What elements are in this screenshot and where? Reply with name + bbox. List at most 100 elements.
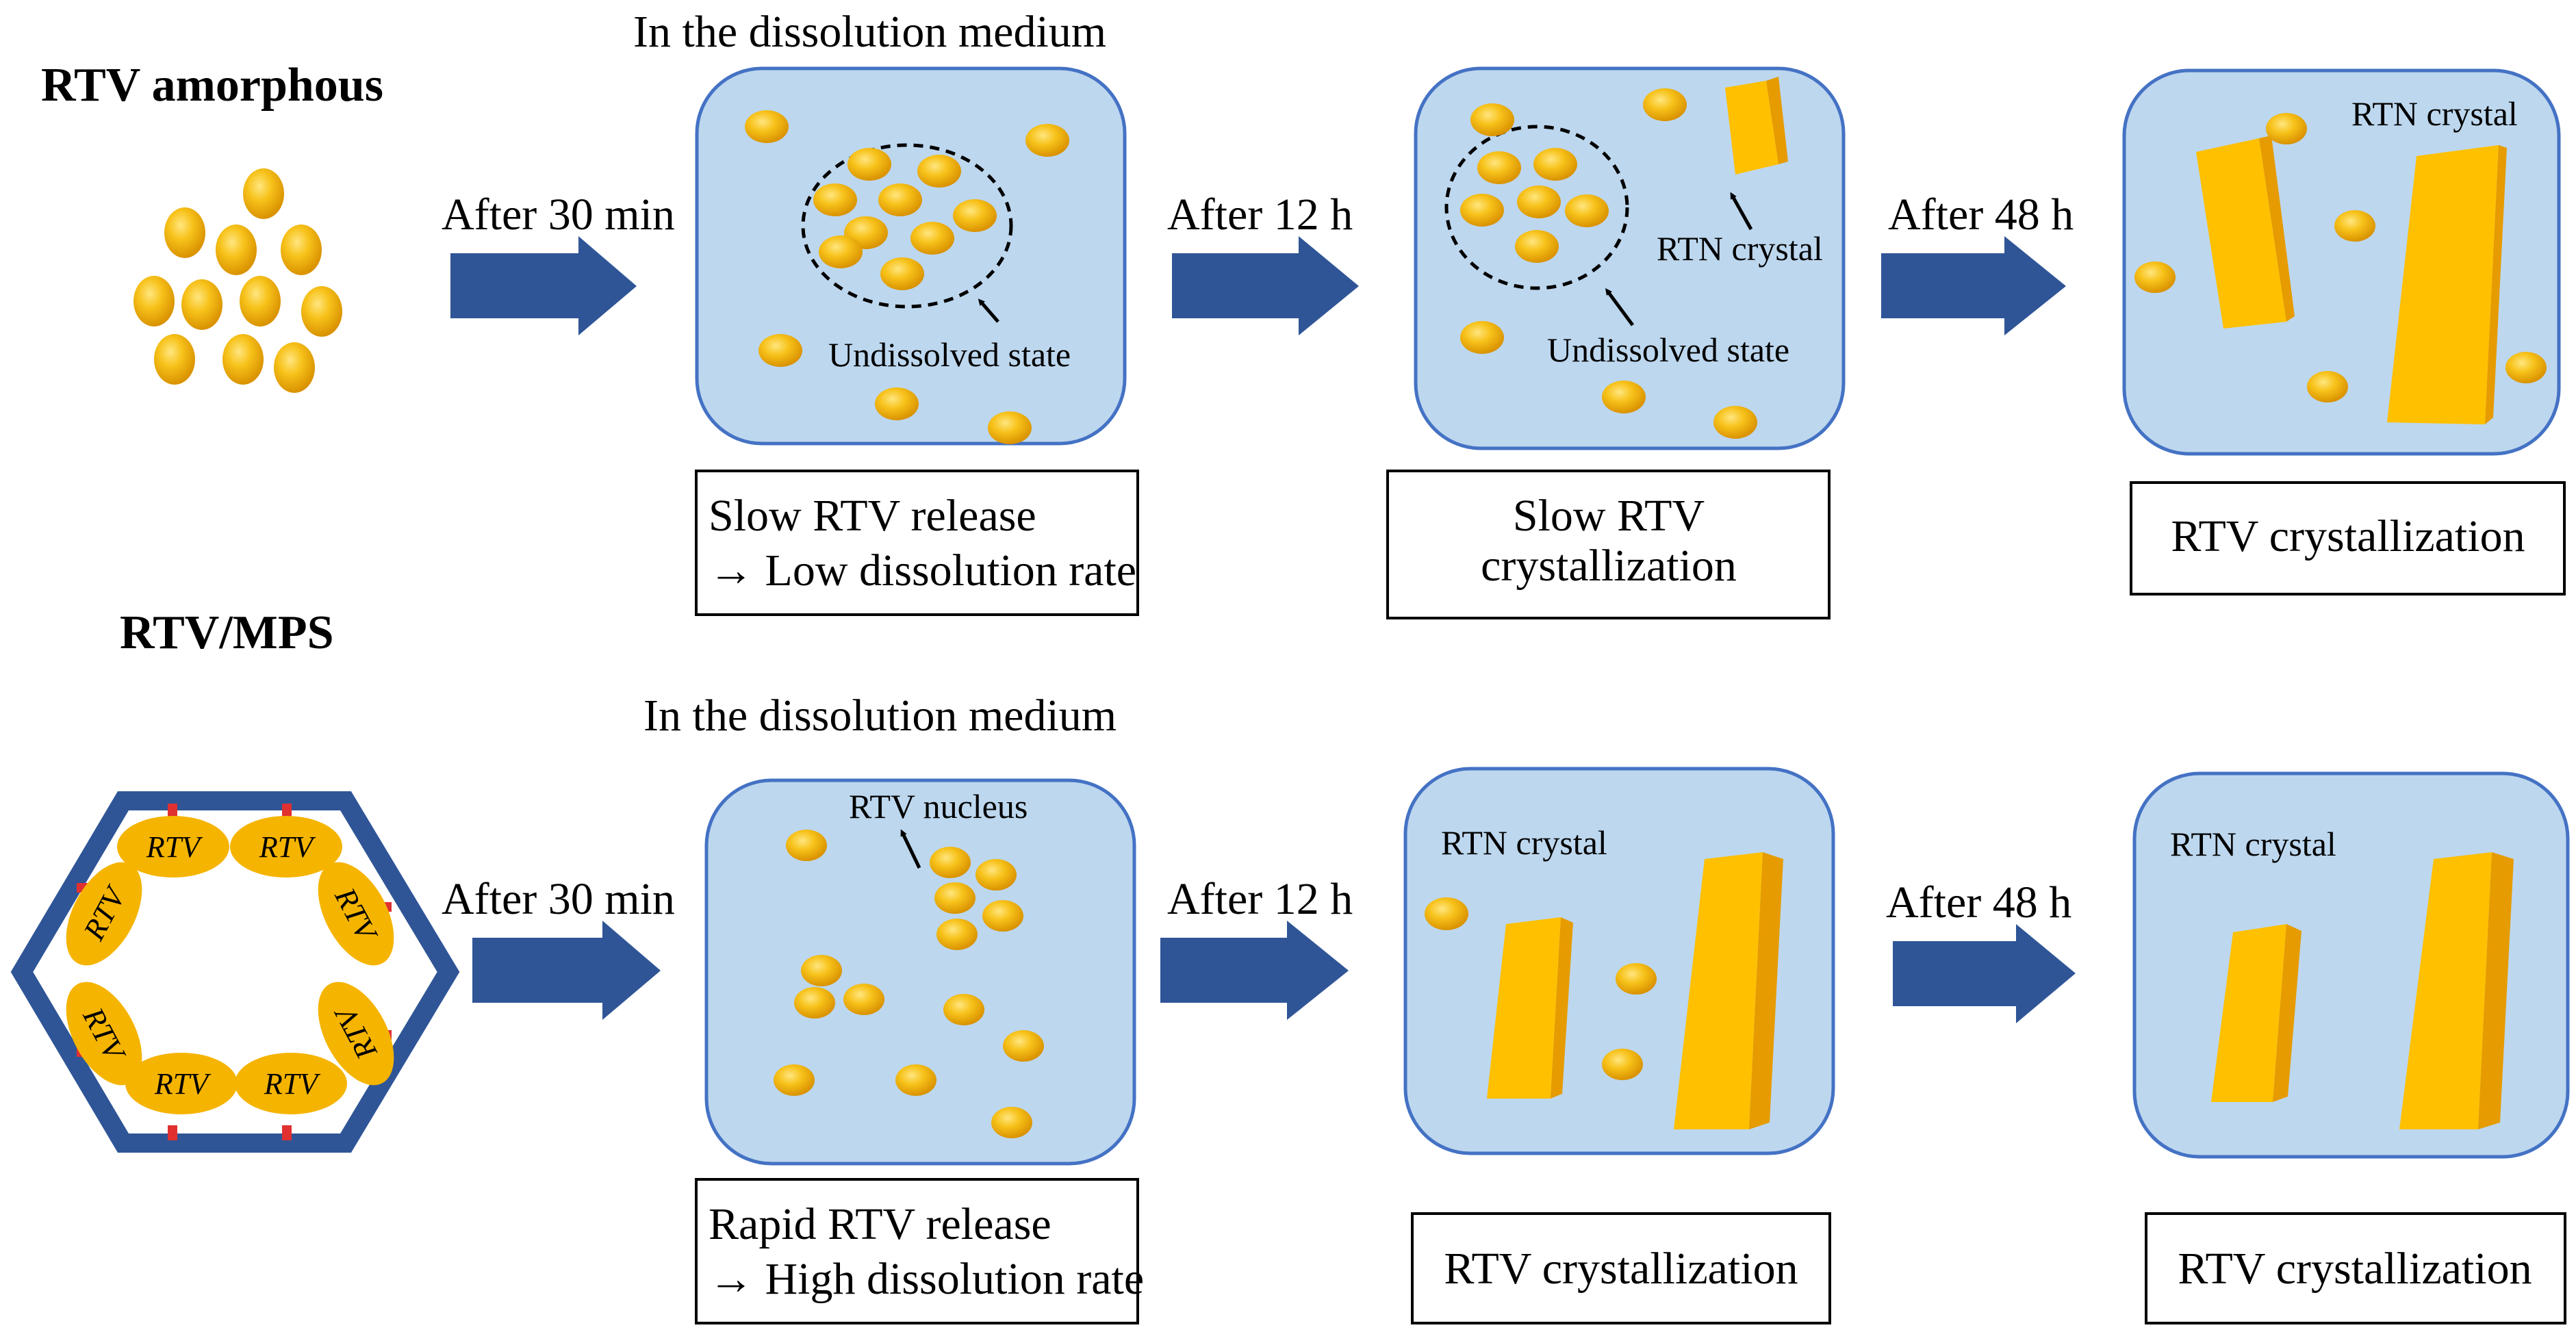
particle bbox=[991, 1107, 1032, 1138]
row1-box3 bbox=[2130, 481, 2566, 595]
rtv-label: RTV bbox=[146, 830, 203, 864]
particle bbox=[181, 279, 222, 330]
rtv-particle-group: RTV bbox=[318, 862, 394, 966]
row2-tank3-annotation: RTN crystal bbox=[2170, 825, 2336, 863]
row1-step2-time: After 12 h bbox=[1167, 190, 1353, 240]
row1-box1-line2: → Low dissolution rate bbox=[709, 546, 1136, 595]
particle bbox=[930, 847, 971, 878]
rtv-particle-group: RTV bbox=[66, 862, 142, 966]
crystal-edge bbox=[2259, 136, 2295, 322]
rtv-particle bbox=[66, 982, 142, 1086]
particle bbox=[936, 919, 978, 950]
particle bbox=[917, 155, 961, 188]
row2-tank3-crystals bbox=[2211, 852, 2514, 1129]
row1-tank3-particles bbox=[2134, 113, 2547, 402]
particle bbox=[745, 110, 789, 143]
row1-tank1-particles bbox=[745, 110, 1069, 444]
crystal bbox=[1674, 852, 1763, 1129]
crystal bbox=[2196, 138, 2286, 329]
row2-box1-line1: Rapid RTV release bbox=[709, 1199, 1051, 1249]
crystal bbox=[2211, 924, 2286, 1102]
row1-step1-time: After 30 min bbox=[442, 190, 675, 240]
row2-tank-30min bbox=[704, 778, 1136, 1166]
particle bbox=[1515, 230, 1559, 263]
particle bbox=[801, 955, 842, 986]
particle bbox=[1643, 88, 1687, 121]
rtv-particle bbox=[117, 816, 229, 878]
particle bbox=[1003, 1030, 1044, 1062]
crystal-edge bbox=[2485, 145, 2507, 424]
particle bbox=[133, 276, 175, 326]
row2-step3-arrow bbox=[1893, 924, 2076, 1023]
crystal-edge bbox=[2478, 852, 2514, 1129]
anchor-mark bbox=[282, 1125, 292, 1140]
row2-title: RTV/MPS bbox=[120, 606, 334, 659]
crystal-edge bbox=[1749, 852, 1783, 1129]
row2-medium-label: In the dissolution medium bbox=[643, 691, 1117, 741]
row1-box2-line2: crystallization bbox=[1481, 541, 1737, 591]
rtv-particle bbox=[318, 862, 394, 966]
row1-box3-text: RTV crystallization bbox=[2171, 511, 2525, 561]
row1-step3-arrow bbox=[1881, 236, 2066, 335]
particle bbox=[843, 984, 884, 1015]
particle bbox=[1713, 406, 1757, 439]
row2-box1-line2: → High dissolution rate bbox=[709, 1254, 1144, 1304]
row1-title: RTV amorphous bbox=[41, 59, 383, 112]
particle bbox=[2505, 352, 2547, 383]
crystal-edge bbox=[1551, 917, 1573, 1099]
particle bbox=[847, 148, 891, 181]
particle bbox=[880, 257, 924, 290]
row2-step3-time: After 48 h bbox=[1886, 878, 2071, 927]
particle bbox=[875, 387, 919, 420]
row1-tank2-particles bbox=[1460, 88, 1757, 439]
particle bbox=[1533, 148, 1577, 181]
crystal-edge bbox=[2273, 924, 2301, 1102]
row2-tank1-particles bbox=[774, 830, 1044, 1138]
crystal bbox=[2399, 852, 2492, 1129]
row1-tank2-crystal bbox=[1725, 77, 1788, 175]
particle bbox=[1616, 963, 1657, 995]
amorphous-particle-cluster bbox=[133, 168, 342, 393]
row2-tank1-annotation: RTV nucleus bbox=[849, 787, 1028, 825]
particle bbox=[1425, 897, 1468, 930]
row1-box1-line1: Slow RTV release bbox=[709, 491, 1036, 541]
particle bbox=[895, 1064, 936, 1096]
anchor-mark bbox=[168, 1125, 177, 1140]
particle bbox=[243, 168, 284, 219]
crystal-pointer bbox=[1730, 192, 1753, 231]
particle bbox=[758, 334, 802, 367]
row2-step2-time: After 12 h bbox=[1167, 874, 1353, 924]
particle bbox=[154, 334, 195, 385]
rtv-label: RTV bbox=[264, 1067, 321, 1101]
particle bbox=[786, 830, 827, 861]
anchor-mark bbox=[168, 804, 177, 819]
particle bbox=[982, 900, 1023, 932]
particle bbox=[1460, 194, 1504, 227]
particle bbox=[1470, 103, 1514, 136]
particle bbox=[878, 183, 922, 216]
row2-step2-arrow bbox=[1160, 921, 1349, 1020]
row1-box1 bbox=[695, 470, 1139, 616]
particle bbox=[794, 987, 835, 1019]
row2-tank2-annotation: RTN crystal bbox=[1441, 823, 1607, 862]
particle bbox=[240, 276, 281, 326]
undissolved-pointer bbox=[1605, 287, 1635, 326]
rtv-label: RTV bbox=[259, 830, 316, 864]
row1-step2-arrow bbox=[1172, 236, 1359, 335]
row1-step3-time: After 48 h bbox=[1888, 190, 2074, 240]
row1-box2-line1: Slow RTV bbox=[1513, 491, 1705, 541]
mps-hexagon bbox=[10, 791, 460, 1153]
crystal bbox=[1725, 81, 1778, 175]
row2-step1-arrow bbox=[472, 921, 661, 1020]
rtv-particle bbox=[318, 982, 394, 1086]
row1-tank3-crystals bbox=[2196, 136, 2507, 424]
particle bbox=[1025, 124, 1069, 157]
undissolved-region-outline bbox=[1444, 125, 1629, 290]
particle bbox=[216, 225, 257, 275]
rtv-particle-group: RTV bbox=[66, 982, 142, 1086]
particle bbox=[164, 207, 205, 258]
rtv-particle bbox=[125, 1053, 238, 1114]
anchor-mark bbox=[282, 804, 292, 819]
crystal bbox=[2387, 145, 2499, 424]
row1-tank2-annotation-crystal: RTN crystal bbox=[1657, 229, 1823, 268]
